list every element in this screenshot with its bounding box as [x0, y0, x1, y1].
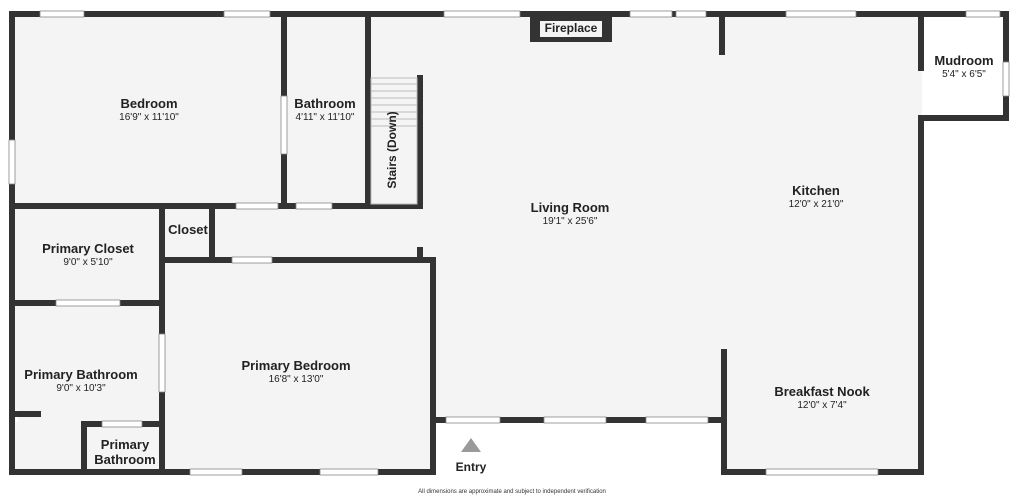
room-dimensions: 5'4" x 6'5" — [942, 69, 986, 80]
room-name: Mudroom — [934, 53, 994, 68]
room-primary-bathroom-small: Primary Bathroom — [90, 437, 160, 467]
fireplace — [530, 16, 612, 42]
exterior-cutouts — [10, 118, 1024, 480]
disclaimer-footer: All dimensions are approximate and subje… — [418, 489, 606, 495]
room-name: Bathroom — [294, 96, 356, 111]
room-kitchen: Kitchen 12'0" x 21'0" — [789, 183, 844, 211]
room-name: Primary Bathroom — [24, 367, 138, 382]
stairs — [370, 77, 418, 205]
room-name: Breakfast Nook — [774, 384, 870, 399]
fireplace-label: Fireplace — [544, 21, 598, 35]
room-primary-bedroom: Primary Bedroom 16'8" x 13'0" — [241, 358, 350, 386]
room-dimensions: 19'1" x 25'6" — [542, 216, 598, 227]
room-name: Bedroom — [120, 96, 178, 111]
room-mudroom: Mudroom 5'4" x 6'5" — [934, 53, 993, 81]
room-name: Primary Closet — [42, 241, 134, 256]
room-bedroom: Bedroom 16'9" x 11'10" — [119, 96, 179, 124]
room-name: Kitchen — [792, 183, 840, 198]
entry-label: Entry — [455, 460, 487, 474]
room-dimensions: 16'8" x 13'0" — [268, 374, 324, 385]
room-dimensions: 12'0" x 7'4" — [797, 400, 847, 411]
room-primary-closet: Primary Closet 9'0" x 5'10" — [42, 241, 134, 269]
stairs-label: Stairs (Down) — [385, 111, 399, 189]
room-breakfast-nook: Breakfast Nook 12'0" x 7'4" — [774, 384, 869, 412]
room-name: Closet — [168, 222, 208, 237]
room-dimensions: 16'9" x 11'10" — [119, 112, 179, 123]
room-name: Primary Bathroom — [94, 437, 156, 467]
room-living-room: Living Room 19'1" x 25'6" — [531, 200, 610, 228]
entry-arrow-icon — [461, 438, 481, 452]
room-name: Living Room — [530, 200, 610, 215]
room-primary-bathroom: Primary Bathroom 9'0" x 10'3" — [24, 367, 137, 395]
windows — [8, 10, 1010, 476]
room-dimensions: 9'0" x 5'10" — [63, 257, 113, 268]
room-name: Primary Bedroom — [241, 358, 351, 373]
room-closet: Closet — [168, 222, 208, 237]
room-dimensions: 12'0" x 21'0" — [788, 199, 844, 210]
room-dimensions: 4'11" x 11'10" — [295, 112, 355, 123]
room-bathroom: Bathroom 4'11" x 11'10" — [294, 96, 355, 124]
room-dimensions: 9'0" x 10'3" — [56, 383, 106, 394]
